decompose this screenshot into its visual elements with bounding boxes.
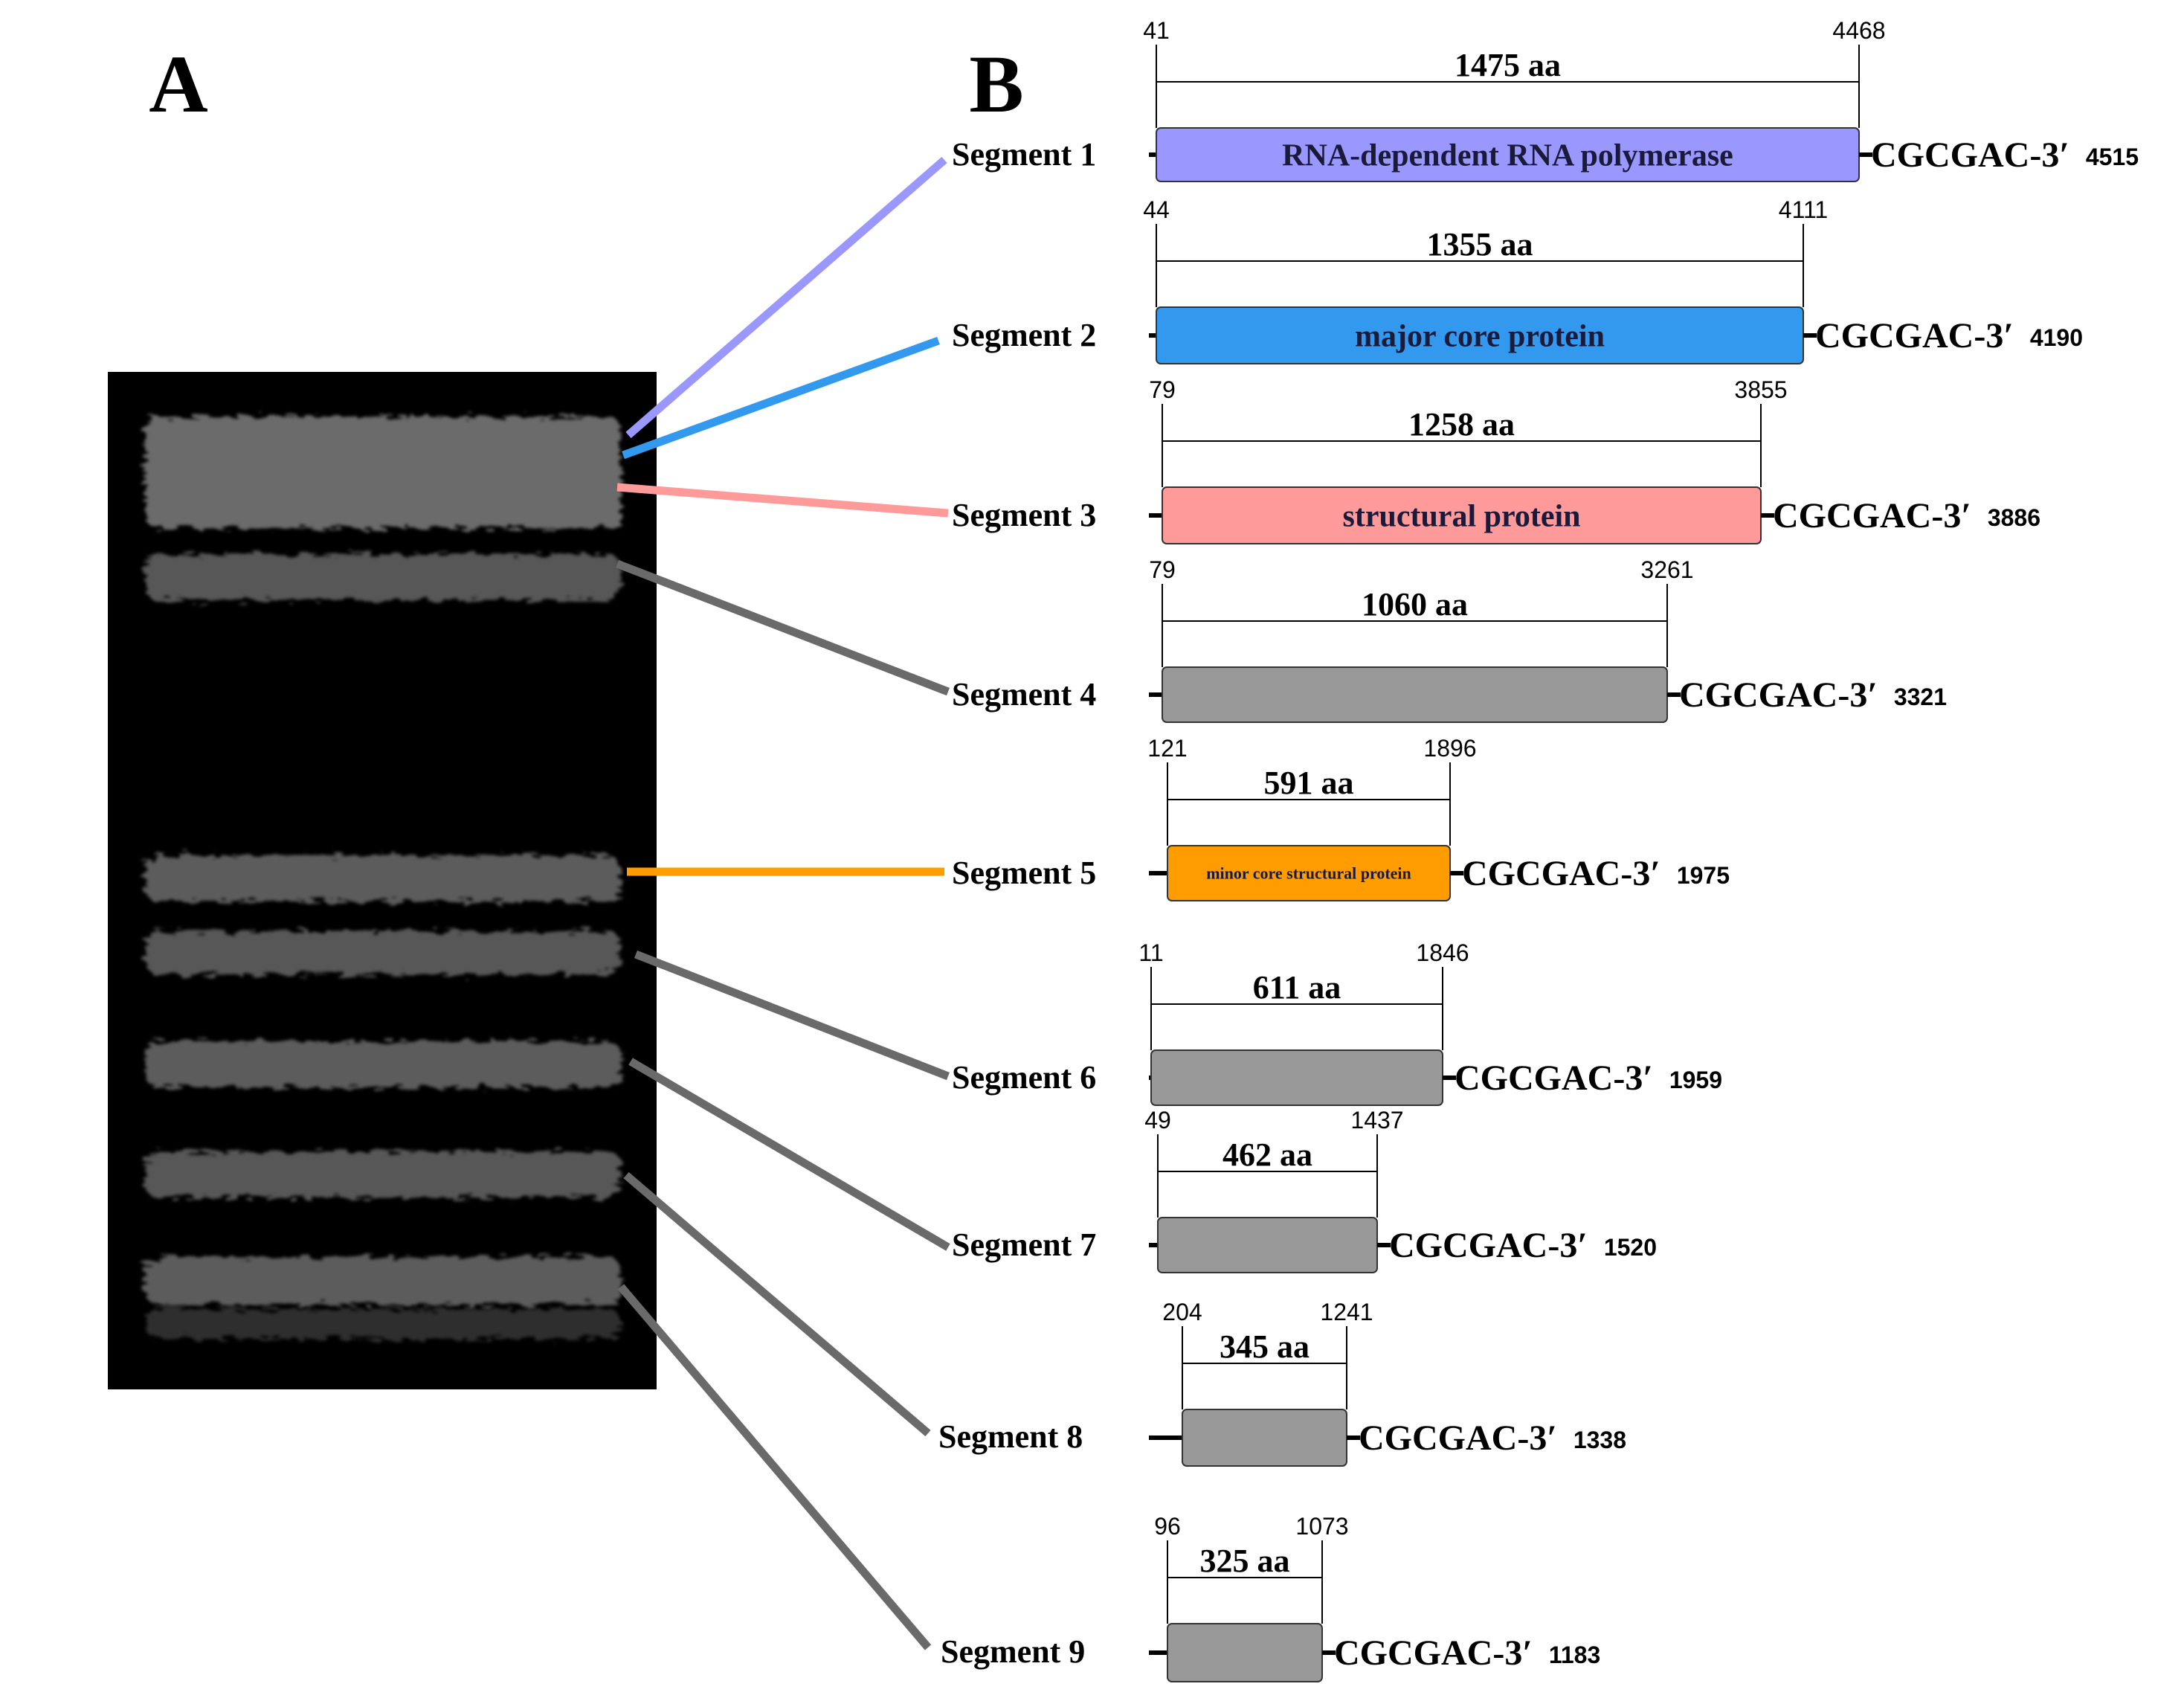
- gel-band: [145, 1257, 621, 1305]
- band-leader-line: [622, 336, 940, 460]
- segment-row: Segment 8 204 1241 345 aa CGCGAC-3′ 1338: [938, 1299, 1626, 1467]
- orf-start-position: 41: [1143, 17, 1170, 44]
- segment-total-length: 4515: [2086, 144, 2139, 170]
- protein-name: major core protein: [1355, 320, 1605, 354]
- gel-bands: [145, 417, 621, 1339]
- band-leader-line: [616, 559, 950, 696]
- three-prime-sequence: CGCGAC-3′: [1462, 854, 1660, 893]
- orf-box: [1162, 666, 1668, 723]
- protein-length-aa: 1355 aa: [1427, 226, 1533, 263]
- gel-band: [145, 931, 621, 974]
- segment-total-length: 1338: [1573, 1427, 1626, 1453]
- orf-box: [1150, 1049, 1443, 1106]
- three-prime-sequence: CGCGAC-3′: [1359, 1418, 1557, 1458]
- orf-start-position: 121: [1147, 735, 1187, 762]
- band-leader-line: [625, 156, 947, 439]
- orf-end-position: 3261: [1640, 556, 1693, 583]
- three-prime-sequence: CGCGAC-3′: [1871, 135, 2069, 175]
- gel-image: [108, 372, 657, 1389]
- orf-start-position: 79: [1149, 556, 1176, 583]
- three-prime-sequence: CGCGAC-3′: [1455, 1058, 1653, 1098]
- protein-length-aa: 611 aa: [1253, 969, 1341, 1006]
- orf-start-position: 79: [1149, 376, 1176, 403]
- gel-band: [145, 554, 621, 600]
- gel-band: [145, 1041, 621, 1087]
- orf-box: [1167, 1623, 1323, 1682]
- orf-start-position: 49: [1144, 1107, 1171, 1134]
- gel-band: [145, 1309, 621, 1339]
- protein-length-aa: 345 aa: [1220, 1328, 1310, 1365]
- segment-total-length: 1183: [1549, 1642, 1600, 1668]
- band-leader-line: [617, 1284, 932, 1650]
- segment-row: Segment 4 79 3261 1060 aa CGCGAC-3′ 3321: [952, 556, 1947, 723]
- segment-label: Segment 9: [941, 1633, 1085, 1670]
- segment-label: Segment 1: [952, 136, 1096, 173]
- protein-name: RNA-dependent RNA polymerase: [1282, 139, 1733, 173]
- protein-length-aa: 462 aa: [1223, 1136, 1312, 1173]
- segment-label: Segment 3: [952, 497, 1096, 533]
- segment-label: Segment 4: [952, 676, 1096, 713]
- band-leader-line: [623, 1171, 931, 1437]
- segment-row: Segment 5 121 1896 591 aa minor core structu…: [952, 735, 1730, 901]
- segment-row: Segment 3 79 3855 1258 aa structural protein…: [952, 376, 2040, 544]
- orf-start-position: 44: [1143, 196, 1170, 223]
- three-prime-sequence: CGCGAC-3′: [1815, 316, 2014, 356]
- segment-total-length: 3886: [1988, 504, 2040, 531]
- segment-label: Segment 2: [952, 317, 1096, 353]
- protein-name: structural protein: [1342, 500, 1580, 534]
- band-leader-line: [634, 950, 950, 1081]
- gel-band: [145, 417, 621, 528]
- segment-row: Segment 6 11 1846 611 aa CGCGAC-3′ 1959: [952, 939, 1722, 1106]
- segment-total-length: 3321: [1894, 684, 1947, 710]
- orf-start-position: 11: [1138, 939, 1163, 966]
- orf-end-position: 1437: [1350, 1107, 1403, 1134]
- segment-row: Segment 7 49 1437 462 aa CGCGAC-3′ 1520: [952, 1107, 1657, 1273]
- three-prime-sequence: CGCGAC-3′: [1334, 1633, 1533, 1673]
- orf-end-position: 4111: [1779, 196, 1828, 223]
- orf-end-position: 1241: [1320, 1299, 1373, 1325]
- gel-band: [145, 1151, 621, 1197]
- band-leader-line: [628, 1058, 950, 1251]
- orf-end-position: 4468: [1832, 17, 1885, 44]
- protein-length-aa: 1258 aa: [1408, 406, 1515, 443]
- orf-start-position: 96: [1154, 1513, 1181, 1540]
- orf-end-position: 3855: [1734, 376, 1787, 403]
- leader-lines: [616, 156, 950, 1650]
- gel-band: [145, 855, 621, 901]
- segment-rows: Segment 1 41 4468 1475 aa RNA-dependent RNA …: [938, 17, 2139, 1682]
- segment-label: Segment 5: [952, 855, 1096, 891]
- band-leader-line: [616, 483, 949, 518]
- orf-start-position: 204: [1162, 1299, 1202, 1325]
- protein-length-aa: 1475 aa: [1455, 47, 1561, 83]
- segment-total-length: 4190: [2030, 324, 2083, 351]
- segment-row: Segment 2 44 4111 1355 aa major core protein…: [952, 196, 2083, 364]
- segment-total-length: 1959: [1669, 1067, 1722, 1093]
- orf-end-position: 1896: [1423, 735, 1476, 762]
- orf-end-position: 1846: [1416, 939, 1469, 966]
- orf-box: [1157, 1217, 1378, 1273]
- protein-length-aa: 1060 aa: [1362, 586, 1468, 623]
- protein-name: minor core structural protein: [1206, 864, 1411, 883]
- orf-end-position: 1073: [1295, 1513, 1348, 1540]
- three-prime-sequence: CGCGAC-3′: [1773, 496, 1971, 536]
- segment-label: Segment 6: [952, 1059, 1096, 1096]
- protein-length-aa: 325 aa: [1200, 1543, 1290, 1579]
- protein-length-aa: 591 aa: [1264, 765, 1354, 801]
- segment-label: Segment 7: [952, 1226, 1096, 1263]
- segment-row: Segment 1 41 4468 1475 aa RNA-dependent RNA …: [952, 17, 2139, 182]
- segment-total-length: 1975: [1677, 862, 1730, 889]
- three-prime-sequence: CGCGAC-3′: [1389, 1226, 1588, 1265]
- panel-label-a: A: [149, 39, 207, 129]
- three-prime-sequence: CGCGAC-3′: [1679, 675, 1878, 715]
- orf-box: [1182, 1409, 1347, 1467]
- panel-label-b: B: [969, 39, 1023, 129]
- segment-total-length: 1520: [1604, 1234, 1657, 1261]
- segment-label: Segment 8: [938, 1418, 1083, 1455]
